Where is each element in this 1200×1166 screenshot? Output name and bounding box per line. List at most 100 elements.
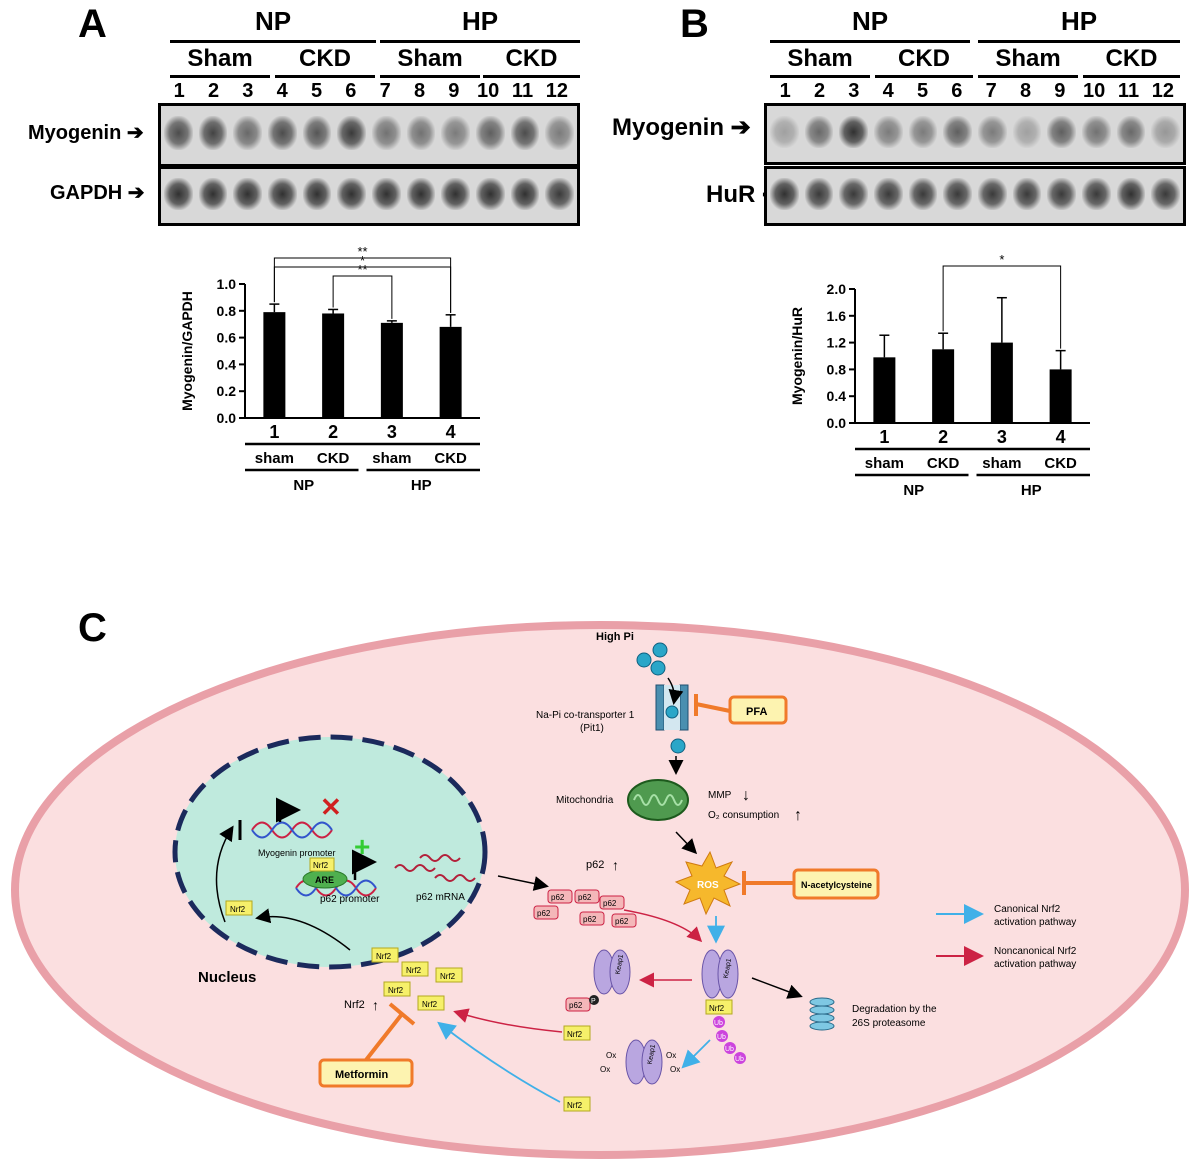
svg-text:↑: ↑ [612,857,619,873]
svg-text:N-acetylcysteine: N-acetylcysteine [801,880,872,890]
panel-a-subgroup-2-line [275,75,375,78]
p62-up-label: p62 [586,859,604,871]
panel-a-group-np: NP [254,6,292,36]
ros-star [674,850,742,916]
svg-text:↑: ↑ [372,997,379,1013]
blot-band [1151,178,1180,210]
significance-label: * [999,252,1004,267]
panel-a-row-gapdh: GAPDH ➔ [50,182,145,204]
bar [1049,369,1072,423]
panel-a-bar-chart: Myogenin/GAPDH0.00.20.40.60.81.01sham2CK… [179,244,480,494]
significance-label: * [360,253,365,268]
blot-band [337,116,366,150]
bar [380,322,403,418]
blot-band [268,178,297,210]
lane-number: 12 [1151,80,1174,102]
svg-text:↓: ↓ [742,787,750,804]
panel-b-row-myogenin: Myogenin ➔ [612,114,751,141]
p62-cluster: p62 p62 p62 p62 p62 p62 [533,889,637,928]
panel-a-subgroup-3: Sham [397,45,463,72]
blot-band [372,178,401,210]
p62-tss-arrow [352,849,377,880]
bar [932,349,955,423]
y-tick-label: 1.0 [217,276,237,292]
blot-band [198,116,228,150]
lane-number: 3 [848,80,860,102]
lane-number: 7 [985,80,997,102]
svg-text:p62: p62 [603,899,617,908]
degradation-label-1: Degradation by the [852,1004,937,1015]
panel-a-subgroup-3-line [380,75,480,78]
blot-band [1082,178,1111,210]
y-tick-label: 0.8 [827,361,847,377]
svg-text:Nrf2: Nrf2 [313,861,329,870]
lane-number: 9 [1054,80,1066,102]
nrf2-box-nucleus [225,900,253,916]
bar [263,312,286,418]
y-tick-label: 0.6 [217,330,237,346]
lane-number: 4 [882,80,894,102]
o2-label: O₂ consumption [708,810,779,821]
lane-number: 3 [242,80,254,102]
y-axis-label: Myogenin/GAPDH [179,291,195,411]
panel-a-group-hp-line [380,40,580,43]
nrf2-to-myogenin-arrow [215,825,234,923]
svg-text:Nrf2: Nrf2 [440,972,456,981]
svg-text:Metformin: Metformin [335,1069,388,1081]
svg-text:Ub: Ub [714,1020,723,1027]
svg-text:p62: p62 [615,917,629,926]
panel-a-letter: A [78,2,107,46]
svg-text:(Pit1): (Pit1) [580,723,604,734]
nac-box [792,868,880,900]
blot-band [908,115,938,149]
category-label: CKD [317,450,350,467]
pfa-inhibit [695,702,731,713]
legend-noncanonical-label-2: activation pathway [994,959,1076,970]
panel-b-group-hp: HP [1060,6,1098,36]
category-label: CKD [434,450,467,467]
svg-text:Nrf2: Nrf2 [709,1004,725,1013]
group-label: NP [903,482,924,499]
blot-band [943,178,972,210]
group-label: NP [293,477,314,494]
lane-number: 2 [207,80,220,102]
oxidized-keap1: Keap1 Ox Ox Ox Ox [600,1039,680,1085]
nucleus-label: Nucleus [198,969,256,986]
blot-band [804,115,834,149]
lane-number: 12 [545,80,568,102]
degradation-label-2: 26S proteasome [852,1018,926,1029]
panel-a-subgroup-1-line [170,75,270,78]
blot-band [164,178,193,210]
blot-band [1151,115,1180,149]
svg-text:↑: ↑ [794,807,802,824]
blot-band [978,115,1007,149]
blot-band [302,116,332,150]
myogenin-promoter-dna [251,821,333,839]
keap1-p62-complex: Keap1 p62 P [565,949,631,1012]
blot-band [1116,178,1146,210]
panel-b-bar-chart: Myogenin/HuR0.00.40.81.21.62.01sham2CKD3… [789,252,1090,499]
significance-label: ** [357,262,367,277]
svg-text:ROS: ROS [697,880,719,891]
panel-c-letter: C [78,606,107,650]
svg-text:Ox: Ox [666,1051,676,1060]
lane-number: 8 [1019,80,1032,102]
group-label: HP [411,477,432,494]
svg-text:p62: p62 [537,909,551,918]
y-tick-label: 2.0 [827,281,847,297]
panel-b-subgroup-1: Sham [787,45,853,72]
metformin-inhibit [364,1012,404,1062]
y-axis-label: Myogenin/HuR [789,307,805,405]
blot-band [476,178,505,210]
svg-text:Keap1: Keap1 [647,1044,657,1065]
blot-band [406,178,436,210]
lane-number: 9 [448,80,460,102]
svg-text:Ub: Ub [725,1046,734,1053]
lane-number: 6 [951,80,963,102]
mitochondria-icon [627,779,689,821]
y-tick-label: 1.6 [827,308,847,324]
y-tick-label: 0.4 [217,356,237,372]
svg-text:Keap1: Keap1 [615,954,625,975]
svg-text:Nrf2: Nrf2 [422,1000,438,1009]
panel-b-subgroup-4-line [1083,75,1180,78]
